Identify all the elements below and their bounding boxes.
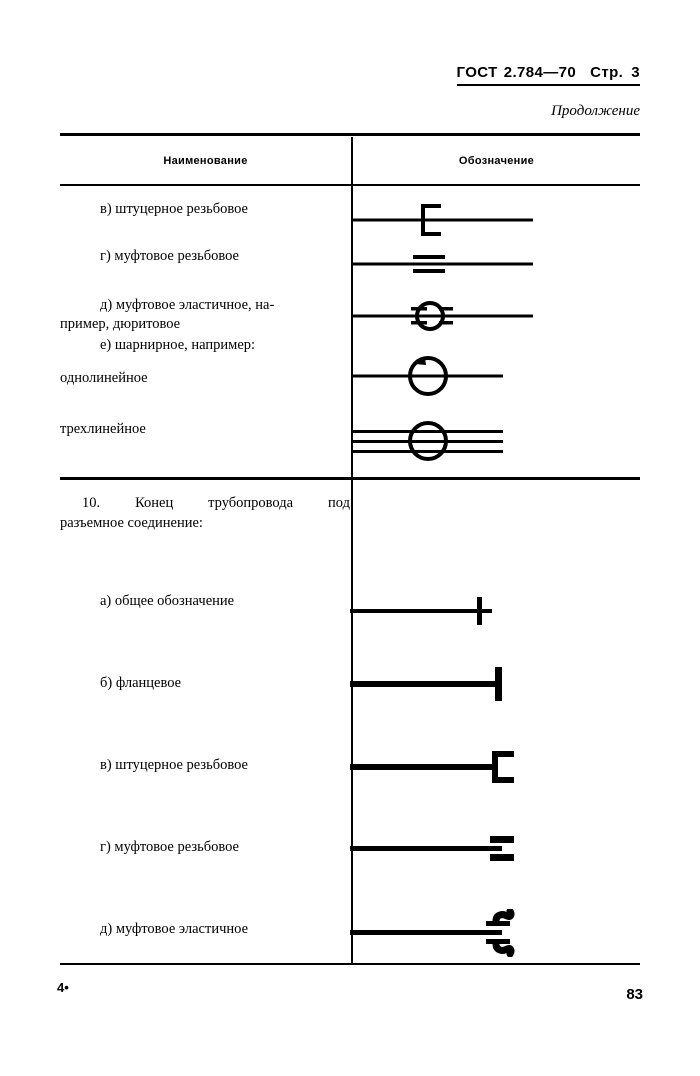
threaded-coupling-inline-symbol (353, 247, 640, 307)
pipe-end-threaded-coupling-symbol (350, 829, 637, 889)
table-bottom-border (60, 963, 640, 965)
standard-number: 2.784—70 (503, 64, 577, 81)
page-label: Стр. (590, 64, 624, 81)
table-section-divider (60, 477, 640, 480)
column-header-symbol: Обозначение (458, 155, 535, 167)
column-divider-upper (351, 186, 353, 477)
signature-dot-icon: • (64, 980, 69, 995)
row-label: в) штуцерное резьбовое (100, 757, 248, 773)
pipe-end-flanged-symbol (350, 665, 637, 725)
header-rule (457, 84, 640, 86)
row-label: д) муфтовое эластичное, на- пример, дюри… (60, 297, 275, 332)
footer-page-number: 83 (626, 986, 643, 1003)
pipe-end-threaded-union-symbol (350, 745, 637, 805)
section-10-intro: 10. Конец трубопровода под разъемное сое… (60, 494, 360, 533)
hinged-joint-single-line-symbol (353, 352, 640, 412)
row-label: трехлинейное (60, 421, 146, 437)
pipe-end-elastic-coupling-symbol (350, 909, 637, 969)
column-divider-lower (351, 480, 353, 963)
standard-reference: ГОСТ 2.784—70 Стр. 3 (60, 64, 640, 81)
section-10-intro-line1: 10. Конец трубопровода под (82, 495, 350, 511)
row-label: д) муфтовое эластичное (100, 921, 249, 937)
page-header: ГОСТ 2.784—70 Стр. 3 Продолжение (60, 64, 640, 120)
standard-label: ГОСТ (456, 64, 498, 81)
row-label: в) штуцерное резьбовое (100, 201, 248, 217)
pipe-end-general-symbol (350, 591, 637, 651)
continuation-note: Продолжение (551, 103, 640, 119)
row-label: а) общее обозначение (100, 593, 235, 609)
row-label: е) шарнирное, например: однолинейное (60, 337, 256, 386)
table-header-border (60, 184, 640, 186)
section-10-intro-line2: разъемное соединение: (60, 514, 203, 531)
footer-signature-mark: 4• (57, 980, 69, 995)
row-label: б) фланцевое (100, 675, 182, 691)
threaded-union-inline-symbol (353, 200, 640, 260)
column-divider-header (351, 137, 353, 184)
column-header-name: Наименование (163, 155, 248, 167)
hinged-joint-three-line-symbol (353, 416, 640, 476)
table-top-border (60, 133, 640, 136)
elastic-coupling-inline-symbol (353, 296, 640, 356)
row-label: г) муфтовое резьбовое (100, 248, 239, 264)
page-number: 3 (631, 64, 640, 81)
row-label: г) муфтовое резьбовое (100, 839, 239, 855)
